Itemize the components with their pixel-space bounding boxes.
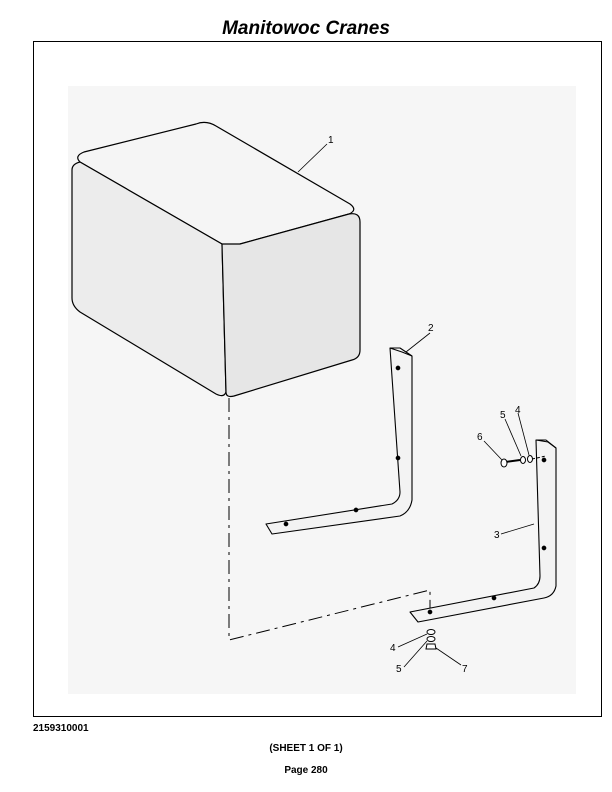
callout-item-5-lower: 5 [396, 664, 402, 675]
callout-item-4-lower: 4 [390, 643, 396, 654]
drawing-number: 2159310001 [33, 723, 89, 734]
callout-item-6: 6 [477, 432, 483, 443]
callout-item-3: 3 [494, 530, 500, 541]
callout-item-5-upper: 5 [500, 410, 506, 421]
page-number: Page 280 [284, 765, 328, 776]
callout-item-7: 7 [462, 664, 468, 675]
callout-item-4-upper: 4 [515, 405, 521, 416]
upper-hardware [500, 455, 547, 468]
leader-lines [297, 143, 535, 668]
left-bracket-part [265, 347, 413, 535]
page-header-title: Manitowoc Cranes [222, 18, 390, 39]
callout-item-1: 1 [328, 135, 334, 146]
sheet-label: (SHEET 1 OF 1) [269, 743, 343, 754]
lower-hardware [425, 629, 437, 650]
callout-item-2: 2 [428, 323, 434, 334]
center-line [228, 398, 431, 641]
illustration-frame [33, 41, 602, 717]
right-bracket-part [409, 439, 557, 623]
box-cover-part [71, 121, 361, 398]
